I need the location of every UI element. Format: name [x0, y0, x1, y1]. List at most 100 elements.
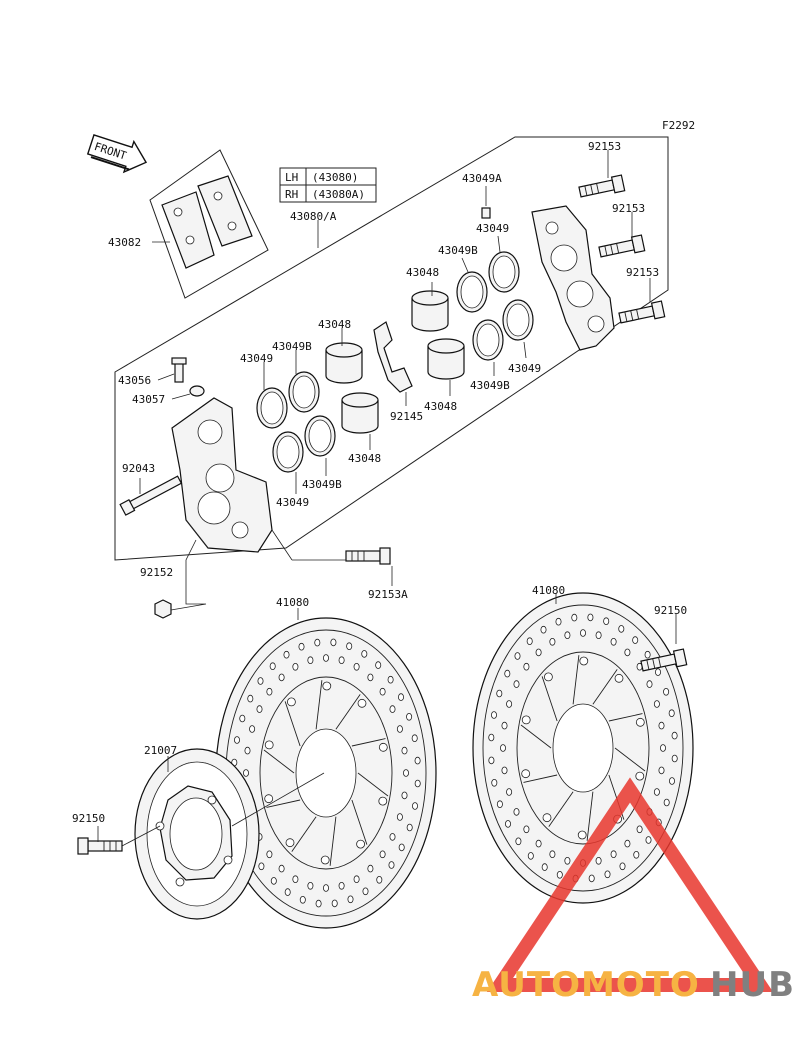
- disc-vent-hole: [624, 648, 631, 657]
- disc-vent-hole: [398, 843, 405, 852]
- disc-rivet: [357, 698, 367, 708]
- disc-vent-hole: [610, 637, 617, 646]
- disc-spoke: [329, 816, 337, 866]
- disc-vent-hole: [619, 862, 626, 871]
- bleed-cap: [171, 385, 205, 400]
- disc-rivet: [356, 839, 366, 849]
- disc-vent-hole: [338, 656, 345, 664]
- disc-vent-hole: [346, 642, 353, 650]
- disc-vent-hole: [653, 788, 660, 796]
- disc-vent-hole: [247, 694, 254, 703]
- piston-4: [427, 338, 465, 380]
- disc-vent-hole: [535, 648, 542, 657]
- rh-part: (43080A): [312, 188, 365, 201]
- disc-vent-hole: [414, 779, 421, 788]
- disc-vent-hole: [668, 709, 675, 717]
- bleed-valve: [157, 357, 187, 383]
- disc-vent-hole: [632, 636, 639, 644]
- disc-vent-hole: [269, 662, 276, 670]
- disc-vent-hole: [624, 839, 631, 848]
- disc-spoke: [541, 676, 558, 722]
- disc-vent-hole: [298, 642, 305, 651]
- disc-rivet: [542, 813, 552, 823]
- disc-vent-hole: [669, 777, 676, 785]
- disc-rivet: [521, 715, 531, 725]
- caliper-bolt-2: [597, 234, 646, 261]
- label-piston-3: 43048: [406, 266, 439, 279]
- label-seal-piston-b-3: 43049B: [438, 244, 478, 257]
- disc-vent-hole: [307, 881, 314, 890]
- disc-vent-hole: [671, 731, 678, 740]
- lh-part: (43080): [312, 171, 358, 184]
- disc-vent-hole: [496, 689, 503, 698]
- seal-dust-1: [256, 387, 288, 429]
- disc-vent-hole: [504, 820, 511, 828]
- seal-piston-b-2: [304, 415, 336, 457]
- disc-vent-hole: [645, 836, 652, 844]
- disc-vent-hole: [353, 875, 360, 883]
- watermark-part1: AUTOMOTO: [472, 965, 700, 1005]
- disc-vent-hole: [595, 631, 602, 639]
- label-disc-bolt-right: 92150: [654, 604, 687, 617]
- label-disc-right: 41080: [532, 584, 565, 597]
- label-seal-piston-b-4: 43049B: [470, 379, 510, 392]
- label-caliper-bolt-1: 92153: [588, 140, 621, 153]
- disc-vent-hole: [603, 617, 610, 625]
- disc-vent-hole: [564, 631, 571, 639]
- disc-vent-hole: [397, 693, 404, 701]
- label-seal-dust-3: 43049: [476, 222, 509, 235]
- watermark: AUTOMOTO HUB: [472, 777, 795, 1005]
- disc-vent-hole: [256, 705, 263, 713]
- label-flange-bolt-a: 92153A: [368, 588, 408, 601]
- disc-vent-hole: [389, 833, 396, 841]
- disc-rivet: [286, 697, 296, 707]
- disc-spoke: [572, 655, 580, 705]
- watermark-part2: HUB: [710, 965, 795, 1005]
- disc-vent-hole: [541, 863, 548, 871]
- disc-vent-hole: [535, 839, 542, 848]
- disc-vent-hole: [527, 852, 534, 860]
- disc-vent-hole: [257, 677, 264, 685]
- label-seal-piston-b-2: 43049B: [302, 478, 342, 491]
- disc-vent-hole: [587, 613, 594, 622]
- abs-rotor: [134, 748, 325, 920]
- disc-vent-hole: [375, 661, 382, 669]
- disc-vent-hole: [239, 714, 246, 723]
- disc-spoke: [548, 791, 574, 827]
- disc-vent-hole: [504, 669, 511, 678]
- disc-vent-hole: [406, 823, 413, 832]
- disc-rivet: [635, 717, 645, 727]
- caliper-bolt-3: [617, 300, 666, 327]
- nut: [154, 539, 207, 619]
- label-pin-bolt: 92043: [122, 462, 155, 475]
- disc-vent-hole: [671, 754, 678, 763]
- disc-vent-hole: [338, 881, 345, 890]
- disc-vent-hole: [636, 825, 643, 834]
- label-pad-spring: 92145: [390, 410, 423, 423]
- label-seal-a: 43049A: [462, 172, 502, 185]
- seal-piston-b-3: [456, 271, 488, 313]
- disc-vent-hole: [322, 654, 329, 662]
- disc-vent-hole: [644, 650, 651, 659]
- disc-spoke: [284, 701, 301, 747]
- disc-vent-hole: [555, 617, 562, 626]
- disc-rivet: [378, 796, 388, 806]
- figure-code: F2292: [662, 119, 695, 132]
- disc-vent-hole: [379, 850, 386, 859]
- disc-vent-hole: [322, 884, 329, 892]
- disc-bolt-left: [77, 837, 123, 855]
- disc-vent-hole: [330, 638, 337, 647]
- disc-vent-hole: [315, 899, 322, 908]
- disc-vent-hole: [307, 656, 314, 664]
- disc-vent-hole: [292, 875, 299, 883]
- disc-spoke: [614, 747, 646, 772]
- disc-vent-hole: [595, 856, 602, 865]
- disc-spoke: [592, 669, 618, 705]
- disc-vent-hole: [367, 864, 374, 873]
- lh-rh-table: LH (43080) RH (43080A): [279, 167, 377, 203]
- disc-spoke: [351, 738, 386, 747]
- disc-vent-hole: [284, 888, 291, 896]
- disc-vent-hole: [411, 734, 418, 742]
- disc-vent-hole: [618, 625, 625, 633]
- label-piston-1: 43048: [318, 318, 351, 331]
